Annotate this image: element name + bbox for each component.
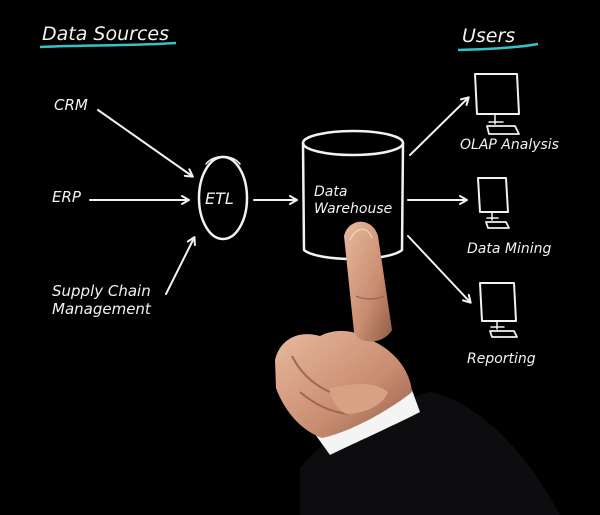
user-reporting: Reporting [467, 351, 536, 367]
reporting-arrow [407, 235, 472, 304]
data-sources-underline [39, 41, 177, 49]
crm-arrow [97, 109, 194, 178]
users-heading: Users [462, 25, 515, 47]
etl-label: ETL [205, 189, 234, 208]
olap-arrow [409, 96, 470, 156]
source-supply-chain-line2: Management [52, 300, 152, 318]
supply-chain-arrow [165, 236, 196, 295]
data-sources-heading: Data Sources [42, 23, 169, 45]
user-olap-analysis: OLAP Analysis [460, 137, 559, 153]
computer-icon [477, 177, 510, 229]
pointing-hand-photo [275, 221, 560, 515]
computer-icon [479, 282, 518, 338]
etl-oval-overstroke [205, 155, 241, 165]
users-underline [457, 42, 539, 52]
user-data-mining: Data Mining [467, 241, 551, 257]
source-crm: CRM [54, 96, 88, 114]
source-supply-chain-line1: Supply Chain [52, 282, 151, 300]
computer-icon [474, 73, 520, 135]
warehouse-label-line1: Data [314, 184, 347, 200]
warehouse-label-line2: Warehouse [314, 201, 392, 217]
source-erp: ERP [52, 188, 82, 206]
